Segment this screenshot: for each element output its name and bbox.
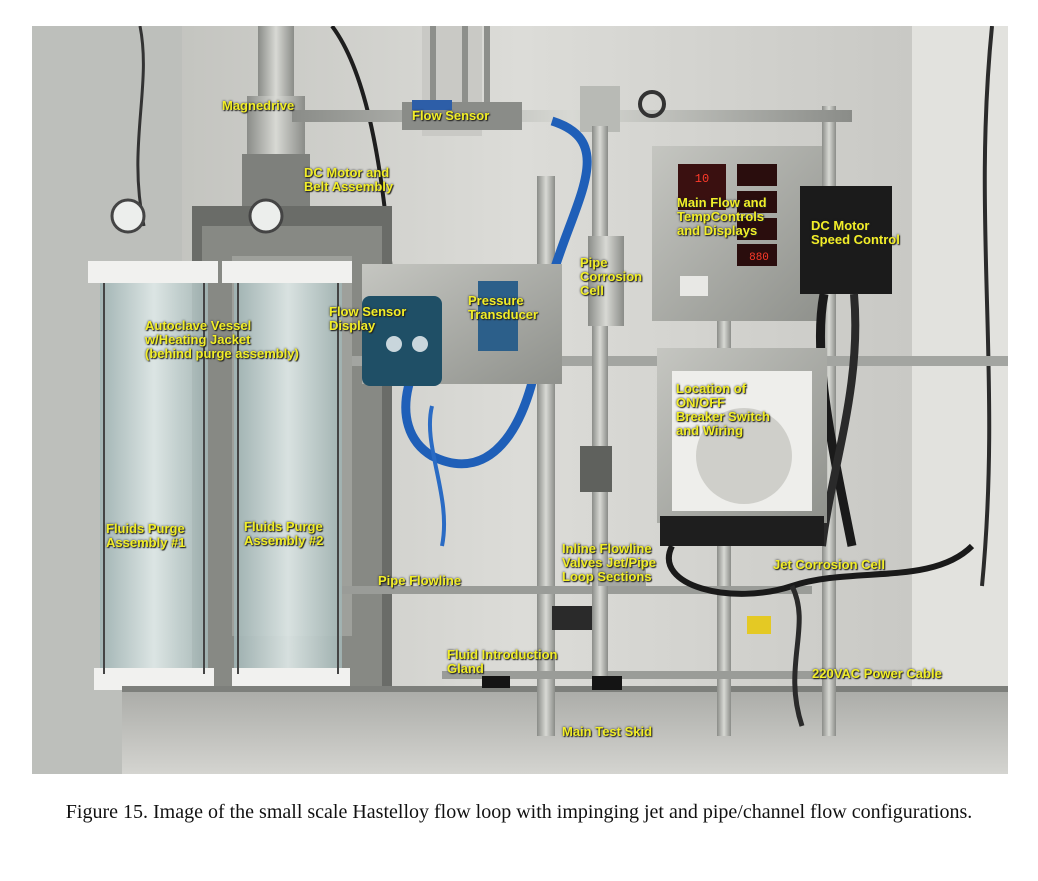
label-pressure-transducer: Pressure Transducer	[468, 293, 539, 322]
label-magnedrive: Magnedrive	[222, 98, 295, 113]
label-fluid-introduction-gland: Fluid Introduction Gland	[447, 647, 558, 676]
display-reading-1: 10	[695, 172, 709, 186]
label-autoclave-vessel: Autoclave Vessel w/Heating Jacket (behin…	[145, 318, 299, 361]
photo-drawing: 10 880	[32, 26, 1008, 774]
flow-loop-photo: 10 880 Magnedrive Flow Sensor DC Motor a…	[32, 26, 1008, 774]
label-pipe-corrosion-cell: Pipe Corrosion Cell	[580, 255, 643, 298]
label-pipe-flowline: Pipe Flowline	[378, 573, 462, 588]
label-purge-assembly-1: Fluids Purge Assembly #1	[106, 521, 186, 550]
label-jet-corrosion-cell: Jet Corrosion Cell	[773, 557, 885, 572]
label-purge-assembly-2: Fluids Purge Assembly #2	[244, 519, 324, 548]
label-flow-sensor: Flow Sensor	[412, 108, 490, 123]
label-main-test-skid: Main Test Skid	[562, 724, 653, 739]
label-power-cable: 220VAC Power Cable	[812, 666, 942, 681]
label-inline-valves: Inline Flowline Valves Jet/Pipe Loop Sec…	[562, 541, 656, 584]
label-dc-motor-belt: DC Motor and Belt Assembly	[304, 165, 394, 194]
label-main-flow-controls: Main Flow and TempControls and Displays	[677, 195, 767, 238]
label-dc-motor-speed: DC Motor Speed Control	[811, 218, 900, 247]
label-breaker-location: Location of ON/OFF Breaker Switch and Wi…	[676, 381, 770, 438]
figure-caption: Figure 15. Image of the small scale Hast…	[65, 801, 973, 823]
display-reading-2: 880	[749, 252, 769, 264]
label-flow-sensor-display: Flow Sensor Display	[329, 304, 407, 333]
